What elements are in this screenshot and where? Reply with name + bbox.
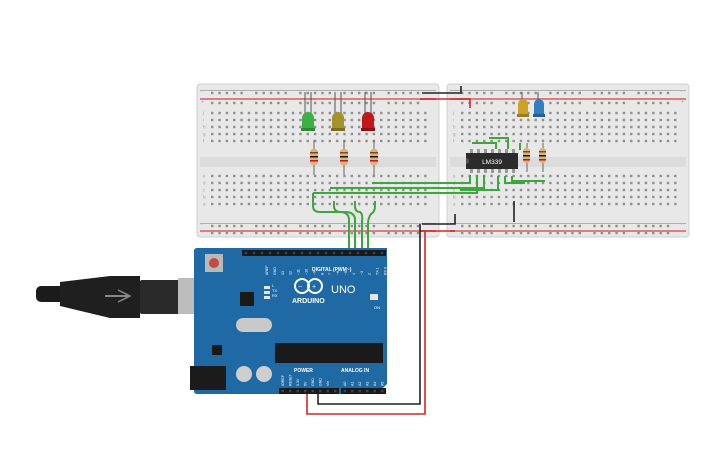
led-red[interactable]	[361, 92, 375, 131]
bbl-rail-top-plus: +	[201, 99, 204, 104]
power-label: POWER	[294, 368, 313, 374]
pin-label: GND	[311, 378, 315, 386]
bbr-rail-top-minus: -	[681, 89, 683, 94]
pin-label: 4	[352, 273, 356, 275]
pin-label: ~9	[312, 271, 316, 275]
arduino-uno[interactable]: − + ARDUINO UNO DIGITAL (PWM~) POWER ANA…	[190, 248, 388, 394]
pin-label: A3	[366, 382, 370, 386]
led-yellow[interactable]	[331, 92, 345, 131]
tx-label: TX	[272, 288, 277, 293]
pin-label: 5V	[304, 381, 308, 386]
pin-label: A1	[351, 382, 355, 386]
row-label: c	[203, 188, 205, 193]
pin-label: 8	[320, 273, 324, 275]
pin-label: A5	[381, 382, 385, 386]
bbr-rail-bottom-plus: +	[681, 229, 684, 234]
bbr-rail-top-plus: +	[681, 99, 684, 104]
row-label: f	[203, 139, 205, 144]
green-wires[interactable]	[312, 137, 545, 250]
pin-label: A4	[373, 382, 377, 386]
row-label: g	[453, 132, 456, 137]
row-label: c	[453, 188, 455, 193]
pin-label: ~6	[336, 271, 340, 275]
row-label: a	[203, 202, 206, 207]
pin-label: RX 0	[384, 267, 388, 275]
row-label: f	[453, 139, 455, 144]
pin-label: Vin	[326, 381, 330, 386]
analog-label: ANALOG IN	[341, 368, 369, 374]
row-label: e	[453, 174, 456, 179]
row-label: j	[202, 111, 204, 116]
row-label: d	[203, 181, 206, 186]
pin-label: 2	[368, 273, 372, 275]
row-label: g	[203, 132, 206, 137]
arduino-brand: ARDUINO	[292, 298, 325, 305]
ic-lm339[interactable]: LM339	[466, 149, 518, 173]
bbl-rail-bottom-minus: -	[201, 222, 203, 227]
row-label: b	[203, 195, 206, 200]
pin-label: ~5	[344, 271, 348, 275]
pin-label: TX 1	[376, 267, 380, 275]
usb-cable[interactable]	[36, 276, 200, 318]
row-label: h	[453, 125, 456, 130]
bbl-rail-top-minus: -	[201, 89, 203, 94]
resistor-3[interactable]	[370, 140, 378, 175]
resistor-2[interactable]	[340, 140, 348, 175]
bbl-rail-bottom-plus: +	[201, 229, 204, 234]
pin-label: ~10	[305, 269, 309, 275]
svg-text:+: +	[312, 284, 316, 291]
digital-label: DIGITAL (PWM~)	[312, 267, 352, 273]
led-green[interactable]	[301, 92, 315, 131]
arduino-model: UNO	[331, 284, 356, 296]
bbr-rail-bottom-minus: -	[681, 222, 683, 227]
row-label: j	[452, 111, 454, 116]
pin-label: ~11	[297, 269, 301, 275]
pin-label: 7	[328, 273, 332, 275]
led-yellow-2[interactable]	[517, 92, 529, 117]
l-label: L	[272, 283, 275, 288]
row-label: i	[203, 118, 204, 123]
pin-label: AREF	[265, 265, 269, 275]
pin-label: ~3	[360, 271, 364, 275]
rx-label: RX	[272, 293, 278, 298]
pin-label: A2	[358, 382, 362, 386]
resistor-5[interactable]	[539, 143, 546, 172]
pin-label: IOREF	[281, 374, 285, 386]
ic-label: LM339	[482, 159, 502, 166]
pin-label: 12	[289, 271, 293, 275]
led-blue[interactable]	[533, 92, 545, 117]
resistor-4[interactable]	[523, 143, 530, 172]
pin-label: RESET	[289, 373, 293, 386]
on-label: ON	[374, 305, 380, 310]
pin-label: 3.3V	[296, 378, 300, 386]
row-label: i	[453, 118, 454, 123]
row-label: a	[453, 202, 456, 207]
pin-label: GND	[273, 267, 277, 275]
row-label: e	[203, 174, 206, 179]
svg-text:−: −	[298, 284, 302, 291]
pin-label: GND	[319, 378, 323, 386]
row-label: h	[203, 125, 206, 130]
resistor-1[interactable]	[310, 140, 318, 175]
pin-label: 13	[281, 271, 285, 275]
pin-label: A0	[343, 382, 347, 386]
row-label: b	[453, 195, 456, 200]
